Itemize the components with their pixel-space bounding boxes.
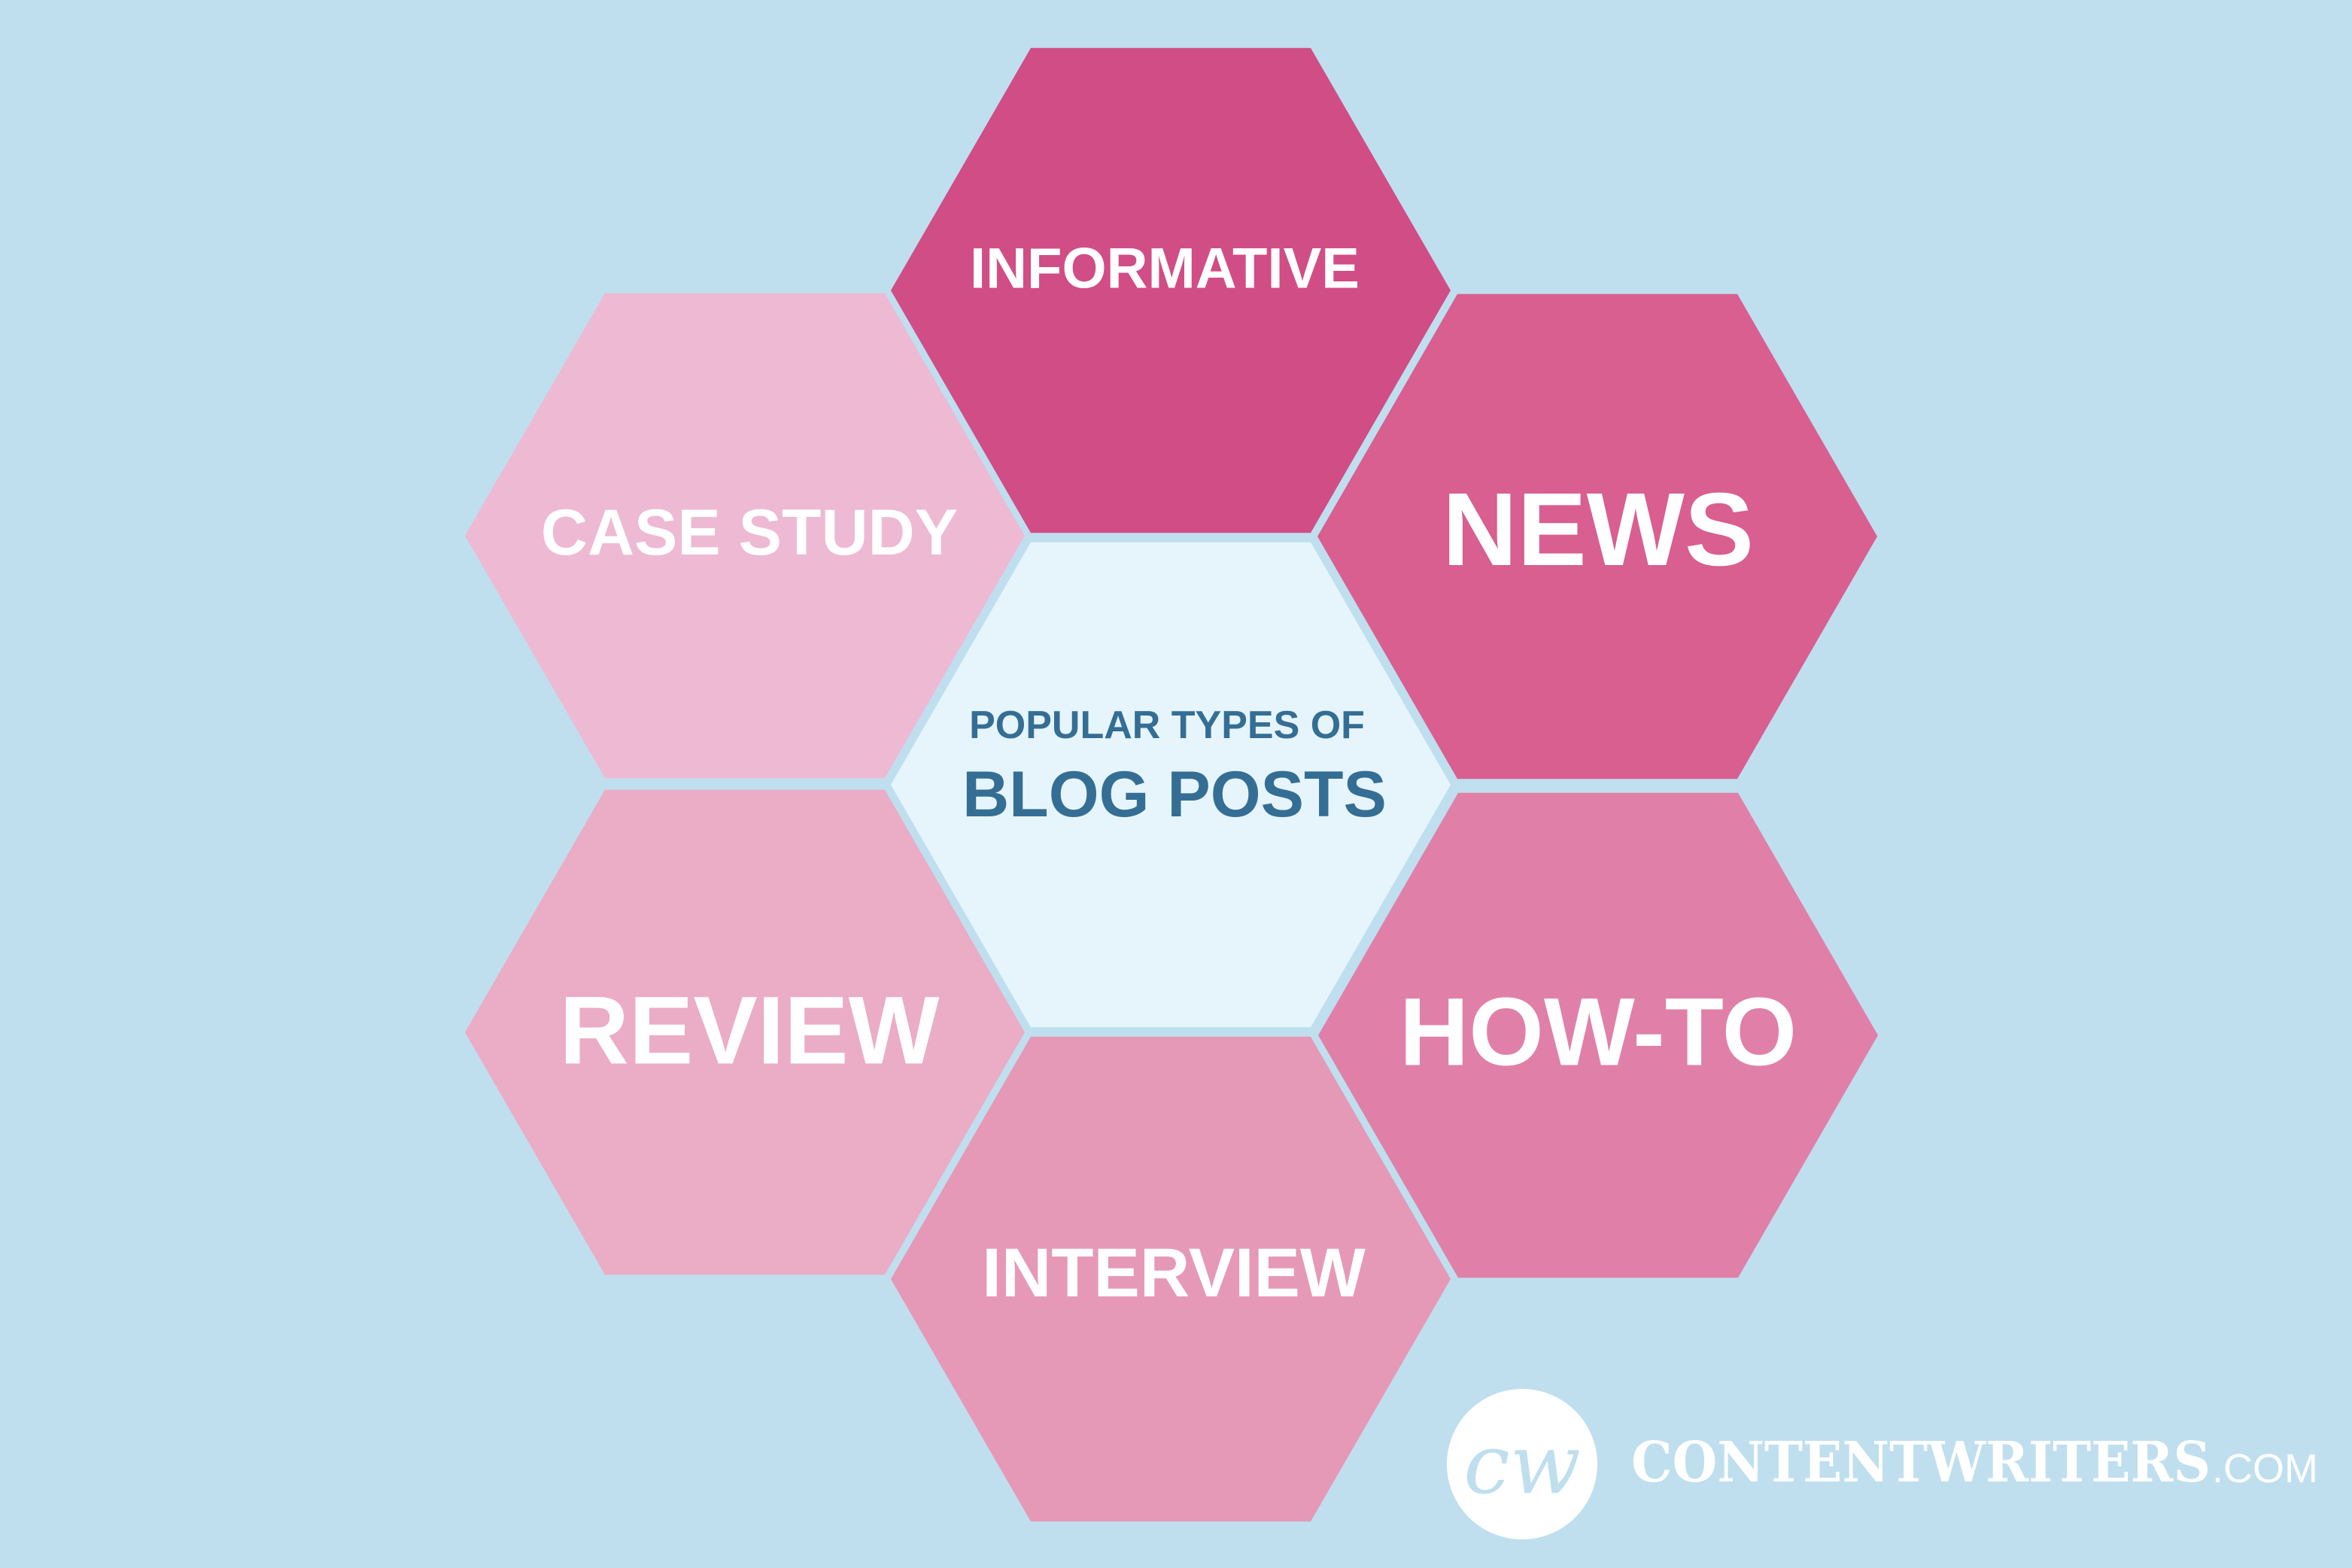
- brand-suffix: .COM: [2212, 1446, 2318, 1491]
- hex-review-label: REVIEW: [560, 977, 940, 1085]
- hex-informative-label: INFORMATIVE: [970, 237, 1360, 301]
- hex-informative-shape: [891, 47, 1451, 533]
- hex-case-study: CASE STUDY: [465, 293, 1025, 779]
- center-title: BLOG POSTS: [962, 758, 1387, 831]
- center-subtitle: POPULAR TYPES OF: [969, 703, 1365, 747]
- hex-review: REVIEW: [465, 789, 1025, 1275]
- hex-interview: INTERVIEW: [891, 1036, 1451, 1522]
- hex-case-study-label: CASE STUDY: [541, 497, 958, 569]
- brand: cw CONTENTWRITERS .COM: [1447, 1389, 2318, 1539]
- hex-review-shape: [465, 789, 1025, 1275]
- hex-news-shape: [1317, 293, 1877, 779]
- hex-case-study-shape: [465, 293, 1025, 779]
- hex-how-to-label: HOW-TO: [1399, 979, 1797, 1086]
- hex-interview-shape: [891, 1036, 1451, 1522]
- hex-interview-label: INTERVIEW: [982, 1235, 1366, 1311]
- hex-news-label: NEWS: [1442, 472, 1754, 588]
- hex-informative: INFORMATIVE: [891, 47, 1451, 533]
- hex-center-shape: [891, 542, 1451, 1028]
- brand-logo-circle: [1447, 1389, 1597, 1539]
- hex-how-to-shape: [1318, 792, 1878, 1278]
- hex-news: NEWS: [1317, 293, 1877, 779]
- brand-logo-mark: cw: [1463, 1416, 1581, 1512]
- brand-name: CONTENTWRITERS: [1631, 1430, 2211, 1495]
- hex-how-to: HOW-TO: [1318, 792, 1878, 1278]
- hex-center: POPULAR TYPES OF BLOG POSTS: [891, 542, 1451, 1028]
